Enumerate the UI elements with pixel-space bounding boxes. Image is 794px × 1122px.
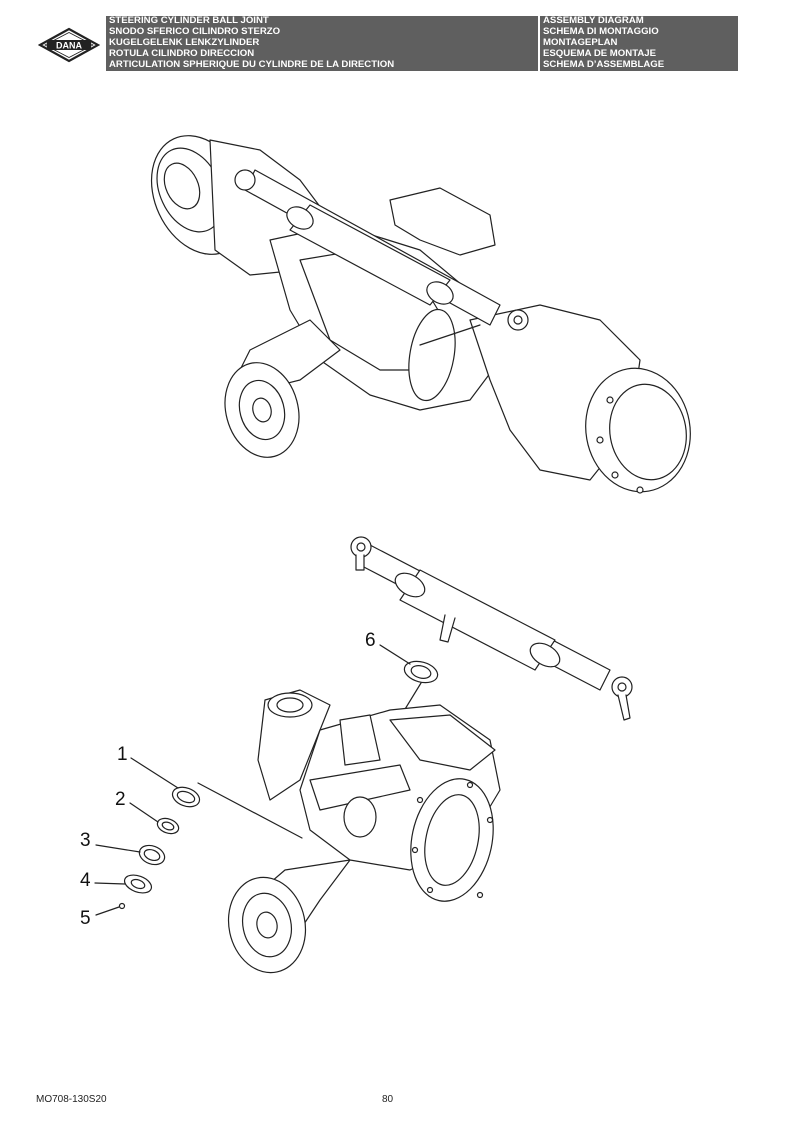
doc-type-es: ESQUEMA DE MONTAJE [540, 48, 738, 60]
title-es: RÓTULA CILINDRO DIRECCIÓN [106, 48, 538, 60]
callout-5: 5 [80, 908, 91, 929]
title-row: SNODO SFERICO CILINDRO STERZO SCHEMA DI … [106, 26, 738, 38]
title-it: SNODO SFERICO CILINDRO STERZO [106, 26, 538, 38]
doc-type-it: SCHEMA DI MONTAGGIO [540, 26, 738, 38]
axle-assembly-illustration [150, 135, 691, 494]
exploded-view-illustration [94, 536, 633, 974]
title-de: KUGELGELENK LENKZYLINDER [106, 37, 538, 49]
title-en: STEERING CYLINDER BALL JOINT [106, 16, 538, 27]
dana-logo: DANA [38, 27, 100, 63]
page-number: 80 [382, 1094, 394, 1105]
dana-logo-text: DANA [56, 40, 82, 50]
doc-type-fr: SCHÉMA D’ASSEMBLAGE [540, 59, 738, 71]
title-fr: ARTICULATION SPHÉRIQUE DU CYLINDRE DE LA… [106, 59, 538, 71]
title-row: STEERING CYLINDER BALL JOINT ASSEMBLY DI… [106, 16, 738, 27]
callout-1: 1 [117, 744, 128, 765]
title-row: ARTICULATION SPHÉRIQUE DU CYLINDRE DE LA… [106, 59, 738, 71]
title-row: KUGELGELENK LENKZYLINDER MONTAGEPLAN [106, 37, 738, 49]
title-block: STEERING CYLINDER BALL JOINT ASSEMBLY DI… [106, 16, 738, 71]
document-code: MO708-130S20 [36, 1094, 107, 1105]
callout-3: 3 [80, 830, 91, 851]
callout-6: 6 [365, 630, 376, 651]
doc-type-en: ASSEMBLY DIAGRAM [540, 16, 738, 27]
doc-type-de: MONTAGEPLAN [540, 37, 738, 49]
title-row: RÓTULA CILINDRO DIRECCIÓN ESQUEMA DE MON… [106, 48, 738, 60]
callout-4: 4 [80, 870, 91, 891]
callout-2: 2 [115, 789, 126, 810]
